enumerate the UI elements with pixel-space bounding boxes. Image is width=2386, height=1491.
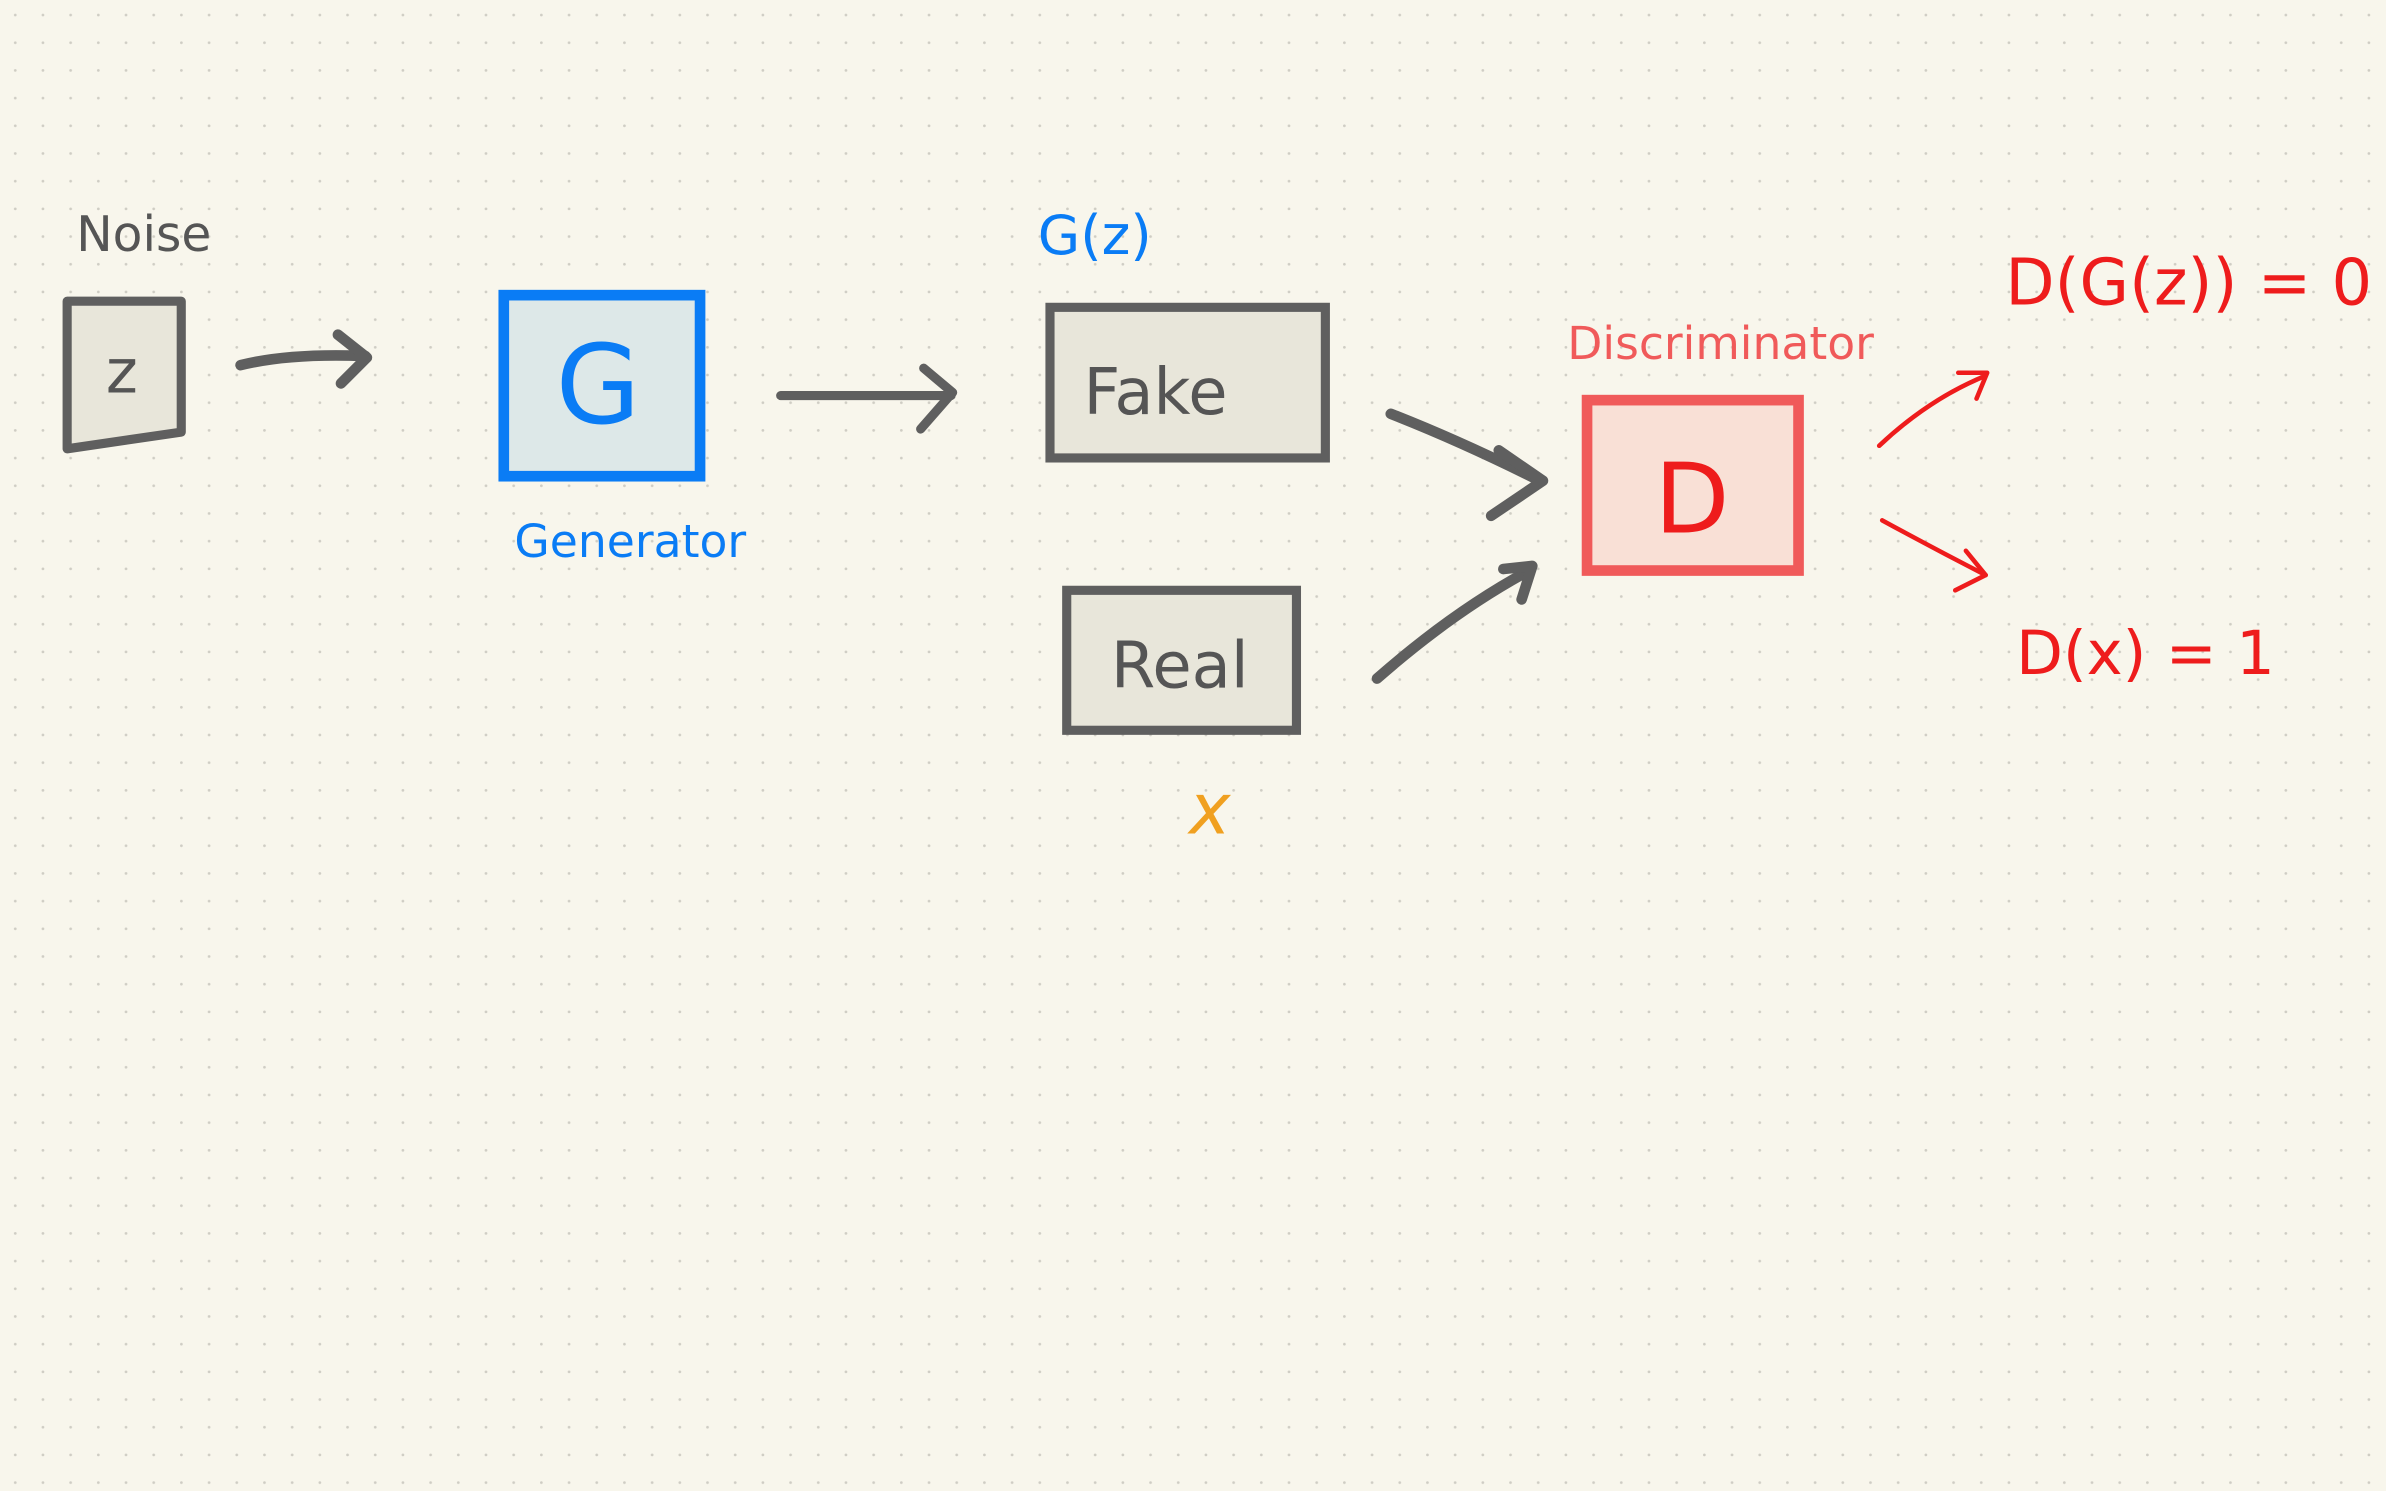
arrow-discriminator-to-real-output: [1879, 518, 1988, 593]
arrow-real-to-discriminator: [1371, 560, 1538, 684]
noise-label: Noise: [76, 207, 211, 263]
real-label: Real: [1111, 630, 1249, 704]
real-output-label: D(x) = 1: [2016, 619, 2275, 689]
generator-box[interactable]: G: [498, 289, 706, 482]
z-symbol: z: [106, 338, 138, 408]
arrow-noise-to-generator: [235, 329, 373, 389]
fake-output-label: D(G(z)) = 0: [2005, 246, 2372, 320]
arrow-fake-to-discriminator: [1385, 408, 1549, 522]
fake-box[interactable]: Fake: [1045, 302, 1330, 463]
discriminator-label: Discriminator: [1567, 317, 1874, 370]
generator-symbol: G: [556, 321, 641, 449]
discriminator-box[interactable]: D: [1581, 394, 1804, 576]
noise-z-box[interactable]: z: [62, 296, 186, 454]
gz-label: G(z): [1038, 203, 1152, 267]
discriminator-symbol: D: [1655, 443, 1730, 556]
arrow-discriminator-to-fake-output: [1876, 370, 1990, 449]
fake-label: Fake: [1083, 356, 1227, 430]
generator-label: Generator: [514, 515, 746, 568]
x-label: x: [1187, 769, 1231, 851]
real-box[interactable]: Real: [1062, 585, 1302, 735]
arrow-generator-to-fake: [776, 363, 958, 434]
